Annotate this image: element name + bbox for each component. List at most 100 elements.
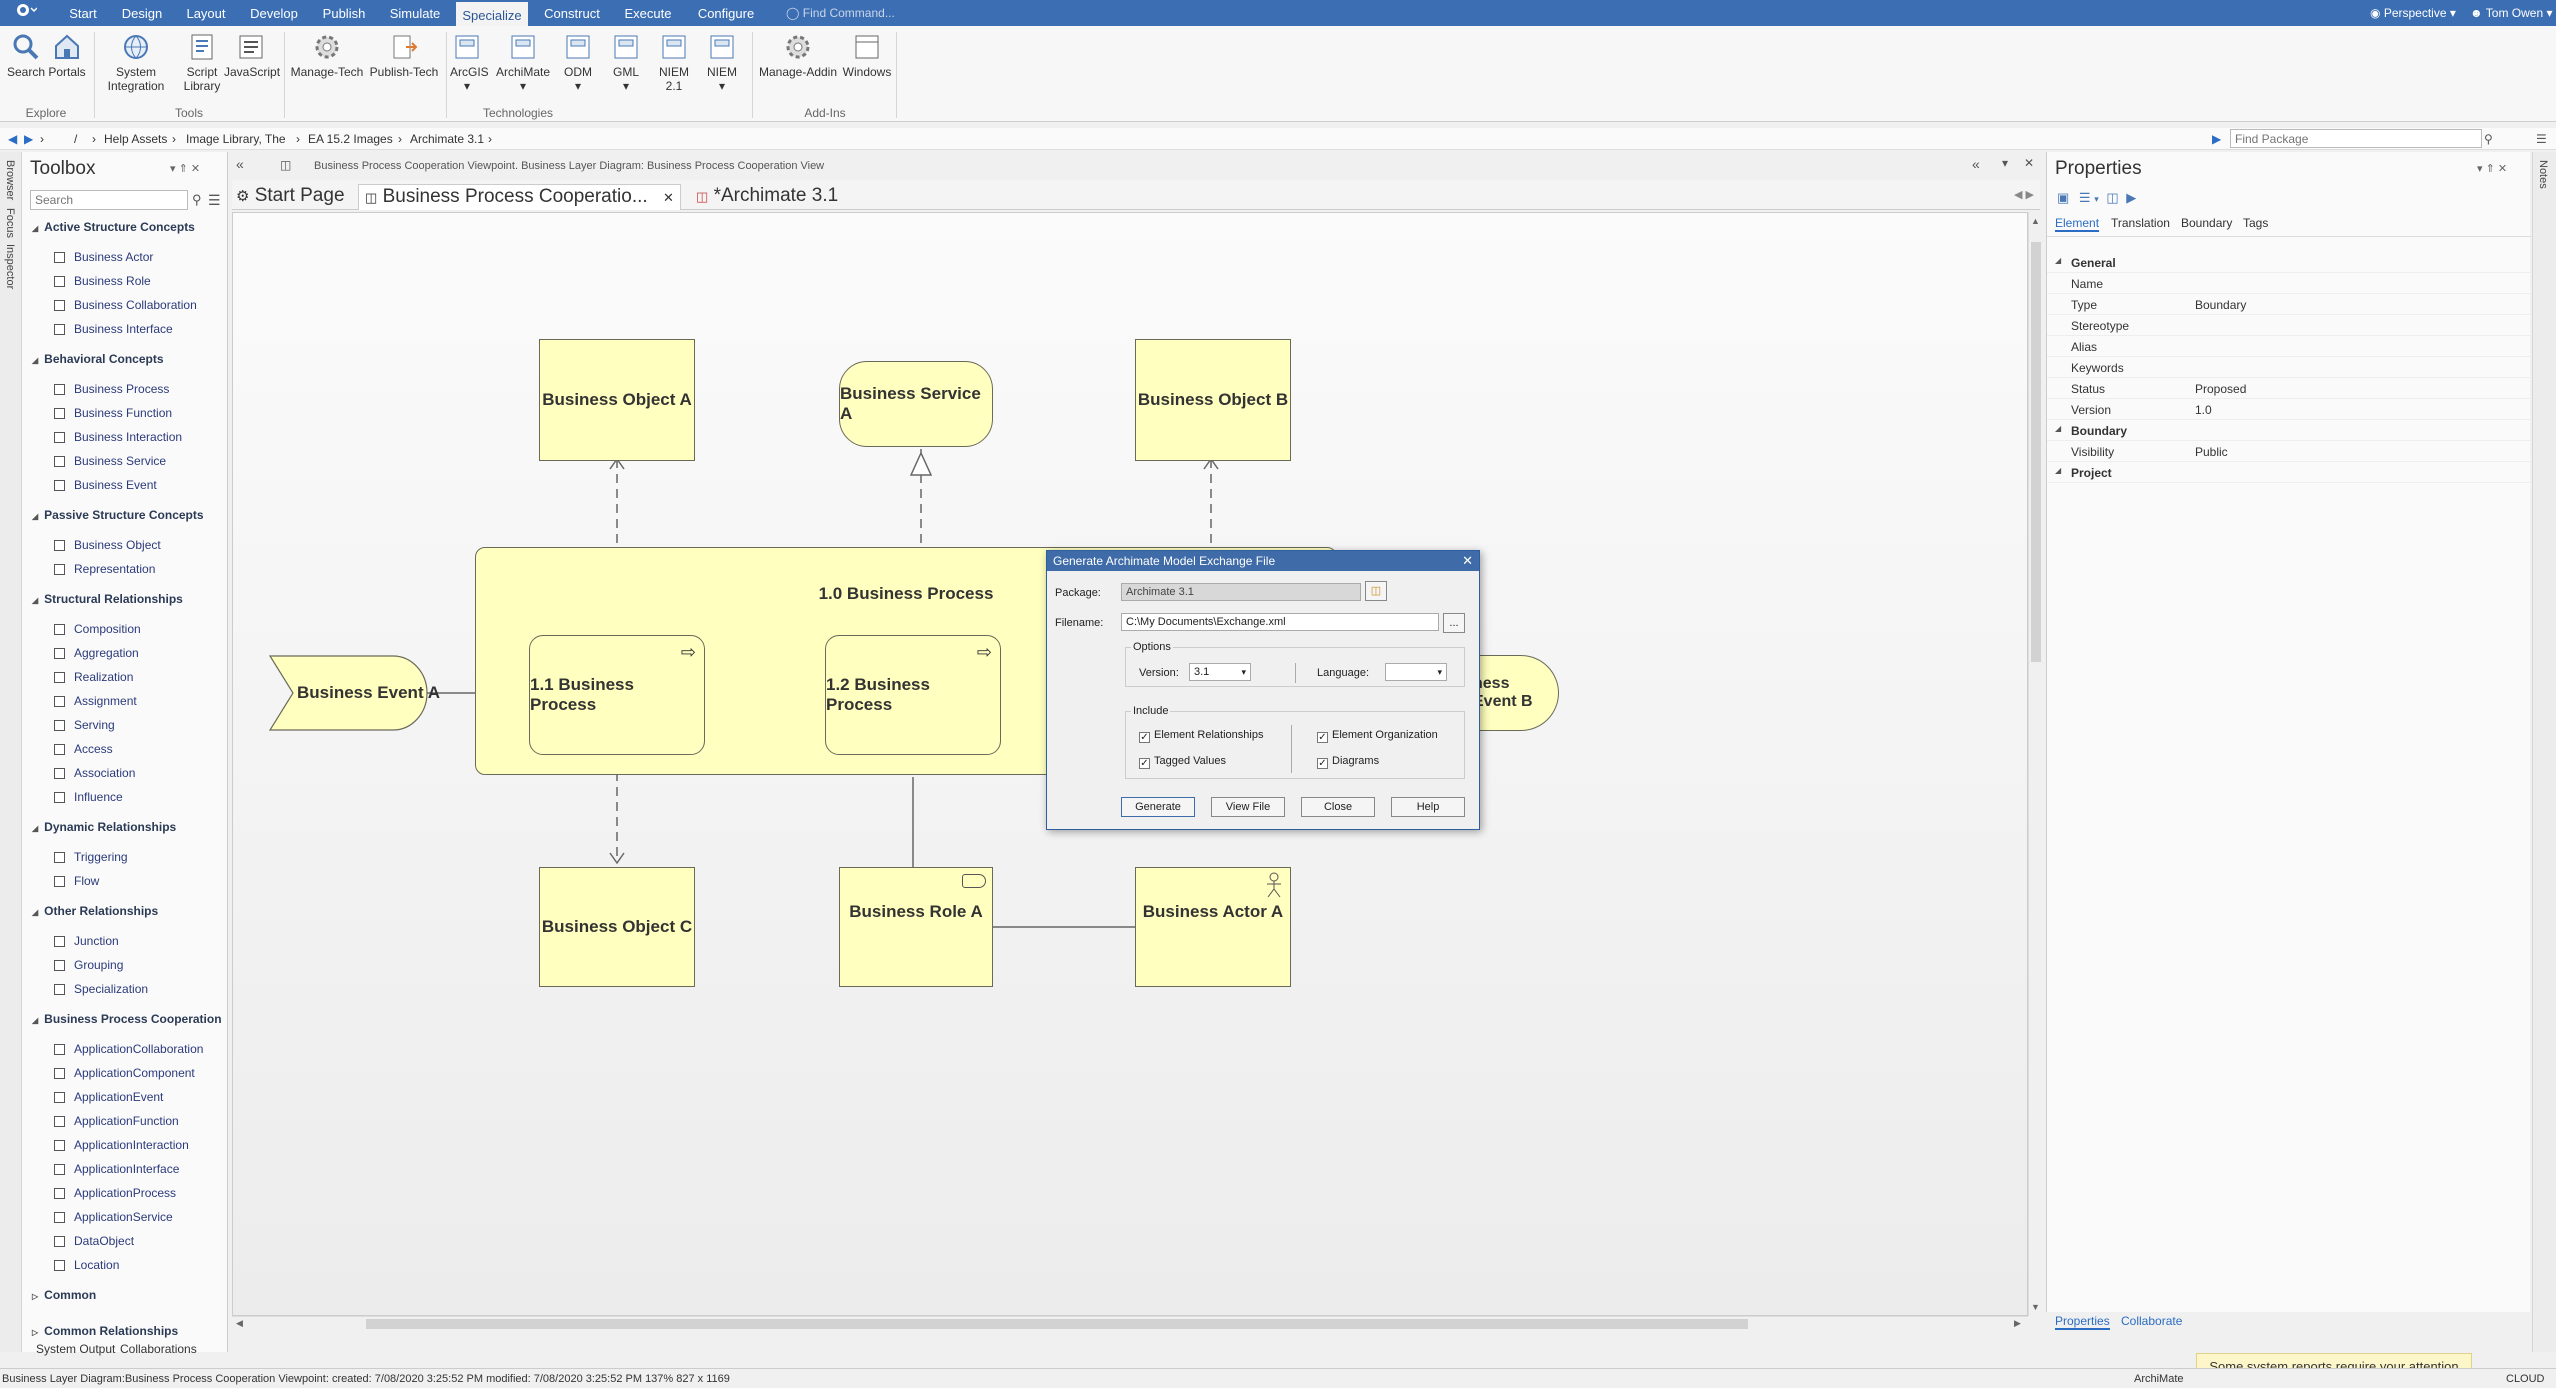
toolbox-category[interactable]: ▷Common (32, 1288, 97, 1302)
tab-simulate[interactable]: Simulate (389, 6, 441, 21)
toolbox-item[interactable]: Specialization (54, 982, 148, 996)
tab-properties[interactable]: Properties (2055, 1314, 2110, 1330)
business-process-1-1[interactable]: 1.1 Business Process ⇨ (529, 635, 705, 755)
business-object-b[interactable]: Business Object B (1135, 339, 1291, 461)
toolbox-item[interactable]: Business Event (54, 478, 157, 492)
tab-start[interactable]: Start (69, 6, 97, 21)
property-category[interactable]: ◢Boundary (2047, 420, 2531, 441)
archimate-button[interactable]: ArchiMate▾ (494, 32, 552, 93)
windows-button[interactable]: Windows (838, 32, 896, 79)
toolbox-item[interactable]: Business Process (54, 382, 169, 396)
arcgis-button[interactable]: ArcGIS▾ (450, 32, 489, 93)
portals-button[interactable]: Portals (46, 32, 88, 79)
menu-icon[interactable]: ☰ (208, 192, 221, 208)
property-row[interactable]: Stereotype (2047, 315, 2531, 336)
tab-notes[interactable]: Notes (2537, 160, 2549, 189)
toolbox-item[interactable]: Serving (54, 718, 115, 732)
find-command-input[interactable]: ◯ Find Command... (786, 6, 895, 20)
search-icon[interactable]: ⚲ (192, 192, 202, 207)
help-button[interactable]: Help (1391, 797, 1465, 817)
toolbox-item[interactable]: Business Role (54, 274, 151, 288)
toolbox-item[interactable]: DataObject (54, 1234, 134, 1248)
diagrams-checkbox[interactable]: ✓Diagrams (1317, 755, 1380, 769)
tab-publish[interactable]: Publish (322, 6, 366, 21)
tab-layout[interactable]: Layout (186, 6, 226, 21)
javascript-button[interactable]: JavaScript (224, 32, 280, 79)
toolbox-item[interactable]: Assignment (54, 694, 137, 708)
toolbox-category[interactable]: ◢Dynamic Relationships (32, 820, 177, 834)
tagged-values-checkbox[interactable]: ✓Tagged Values (1139, 755, 1226, 769)
property-row[interactable]: Keywords (2047, 357, 2531, 378)
panel-controls-icon[interactable]: ▾ ⇑ ✕ (2477, 163, 2508, 175)
user-button[interactable]: ☻ Tom Owen ▾ (2470, 6, 2553, 20)
forward-arrow-icon[interactable]: ▶ (24, 132, 34, 146)
tab-tags[interactable]: Tags (2243, 216, 2269, 230)
breadcrumb-root[interactable]: / (74, 132, 78, 146)
language-select[interactable]: ▾ (1385, 663, 1447, 681)
toolbox-item[interactable]: Business Interaction (54, 430, 182, 444)
toolbox-item[interactable]: Realization (54, 670, 133, 684)
perspective-button[interactable]: ◉ Perspective ▾ (2370, 6, 2456, 20)
toolbox-category[interactable]: ▷Common Relationships (32, 1324, 179, 1338)
toolbox-item[interactable]: Aggregation (54, 646, 139, 660)
toolbox-category[interactable]: ◢Structural Relationships (32, 592, 183, 606)
property-category[interactable]: ◢Project (2047, 462, 2531, 483)
browse-button[interactable]: ... (1443, 613, 1465, 633)
business-actor-a[interactable]: Business Actor A (1135, 867, 1291, 987)
toolbox-item[interactable]: Location (54, 1258, 119, 1272)
close-button[interactable]: Close (1301, 797, 1375, 817)
element-relationships-checkbox[interactable]: ✓Element Relationships (1139, 729, 1264, 743)
find-package-input[interactable] (2230, 129, 2482, 148)
odm-button[interactable]: ODM▾ (560, 32, 596, 93)
panel-controls-icon[interactable]: ▾ ⇑ ✕ (170, 163, 201, 175)
property-category[interactable]: ◢General (2047, 252, 2531, 273)
back-arrow-icon[interactable]: ◀ (8, 132, 18, 146)
tab-boundary[interactable]: Boundary (2181, 216, 2233, 230)
toolbox-item[interactable]: ApplicationComponent (54, 1066, 195, 1080)
scroll-left-icon[interactable]: ◀ (236, 1318, 243, 1328)
toolbox-item[interactable]: Grouping (54, 958, 123, 972)
collapse-left-icon[interactable]: « (236, 156, 244, 172)
tab-archimate-31[interactable]: ◫ *Archimate 3.1 (696, 185, 839, 206)
manage-addin-button[interactable]: Manage-Addin (756, 32, 840, 79)
tab-inspector[interactable]: Inspector (4, 244, 16, 290)
save-icon[interactable]: ▣ (2057, 190, 2070, 205)
tab-focus[interactable]: Focus (4, 208, 16, 238)
dropdown-arrow-icon[interactable]: ▾ (2002, 156, 2009, 170)
tab-system-output[interactable]: System Output (36, 1342, 116, 1356)
horizontal-scroll-thumb[interactable] (366, 1319, 1748, 1329)
toolbox-item[interactable]: Junction (54, 934, 119, 948)
filename-input[interactable]: C:\My Documents\Exchange.xml (1121, 613, 1439, 631)
tab-scroll-arrows-icon[interactable]: ◀ ▶ (2014, 189, 2034, 201)
property-row[interactable]: Alias (2047, 336, 2531, 357)
toolbox-item[interactable]: ApplicationCollaboration (54, 1042, 203, 1056)
search-button[interactable]: Search (6, 32, 46, 79)
close-icon[interactable]: ✕ (662, 190, 674, 205)
toolbox-item[interactable]: ApplicationEvent (54, 1090, 163, 1104)
dropdown-arrow-icon[interactable]: ▾ (2094, 194, 2099, 204)
business-object-a[interactable]: Business Object A (539, 339, 695, 461)
go-arrow-icon[interactable]: ▶ (2212, 132, 2222, 146)
tab-specialize[interactable]: Specialize (456, 0, 528, 26)
toolbox-item[interactable]: Access (54, 742, 113, 756)
toolbox-item[interactable]: ApplicationProcess (54, 1186, 176, 1200)
element-organization-checkbox[interactable]: ✓Element Organization (1317, 729, 1438, 743)
breadcrumb-ea-images[interactable]: EA 15.2 Images (308, 132, 393, 146)
close-icon[interactable]: ✕ (2024, 156, 2035, 170)
niem-button[interactable]: NIEM▾ (704, 32, 740, 93)
toolbox-item[interactable]: Business Function (54, 406, 172, 420)
breadcrumb-archimate[interactable]: Archimate 3.1 (410, 132, 485, 146)
manage-tech-button[interactable]: Manage-Tech (288, 32, 366, 79)
toolbox-item[interactable]: Flow (54, 874, 99, 888)
list-icon[interactable]: ☰ (2078, 190, 2091, 205)
tab-element[interactable]: Element (2055, 216, 2100, 232)
toolbox-item[interactable]: Association (54, 766, 135, 780)
breadcrumb-help-assets[interactable]: Help Assets (104, 132, 168, 146)
toolbox-item[interactable]: ApplicationInteraction (54, 1138, 189, 1152)
toolbox-item[interactable]: Representation (54, 562, 155, 576)
